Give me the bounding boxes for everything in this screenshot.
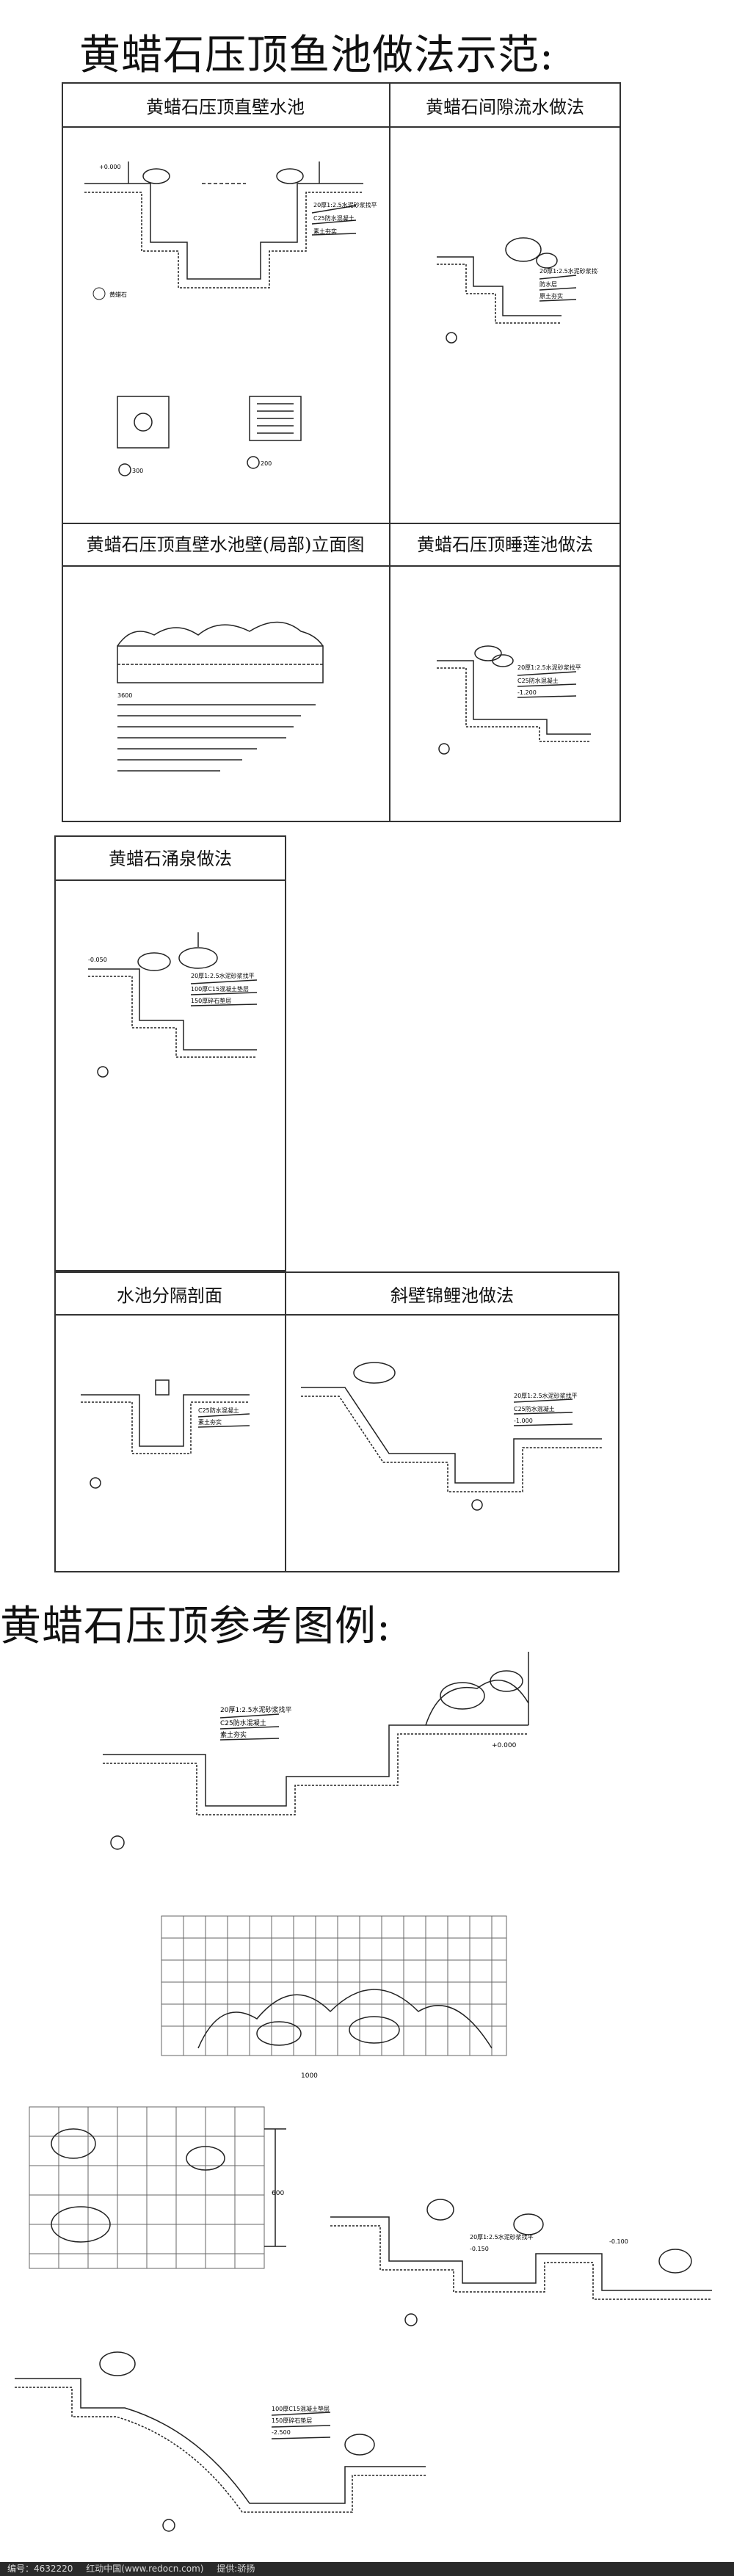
grid2-spring-header-line [54, 879, 286, 881]
svg-text:C25防水混凝土: C25防水混凝土 [198, 1407, 239, 1414]
grid1-divider-vertical [389, 82, 390, 822]
svg-text:+0.000: +0.000 [99, 164, 121, 170]
svg-text:素土夯实: 素土夯实 [198, 1418, 222, 1426]
svg-text:-0.150: -0.150 [470, 2246, 489, 2252]
svg-text:+0.000: +0.000 [492, 1742, 517, 1749]
svg-text:C25防水混凝土: C25防水混凝土 [514, 1405, 555, 1412]
svg-text:20厚1:2.5水泥砂浆找平: 20厚1:2.5水泥砂浆找平 [191, 972, 255, 979]
grid1-header-line-2 [62, 565, 621, 567]
cell-heading-spring: 黄蜡石涌泉做法 [109, 849, 232, 869]
svg-text:1000: 1000 [301, 2072, 318, 2080]
svg-text:C25防水混凝土: C25防水混凝土 [517, 677, 559, 684]
svg-text:原土夯实: 原土夯实 [539, 292, 563, 300]
grid2-bottom-header-line [54, 1314, 619, 1316]
cell-heading-wall-elevation: 黄蜡石压顶直壁水池壁(局部)立面图 [86, 534, 365, 555]
elevation-drawing-wall: 3600 [117, 621, 324, 772]
svg-text:-1.000: -1.000 [514, 1418, 533, 1424]
svg-text:3600: 3600 [117, 692, 132, 699]
reference-drawing-rockery-elevation: 600 [29, 2106, 286, 2269]
svg-text:-0.100: -0.100 [609, 2238, 628, 2245]
footer-author: 提供:骄扬 [217, 2564, 255, 2574]
section-drawing-sloped-koi-pond: 20厚1:2.5水泥砂浆找平 C25防水混凝土 -1.000 [301, 1362, 602, 1511]
svg-text:20厚1:2.5水泥砂浆找平: 20厚1:2.5水泥砂浆找平 [517, 664, 581, 671]
footer-bar: 编号：4632220 红动中国(www.redocn.com) 提供:骄扬 [0, 2562, 734, 2576]
grid2-bottom-divider [285, 1271, 286, 1572]
section-drawing-spring: 20厚1:2.5水泥砂浆找平 100厚C15混凝土垫层 150厚碎石垫层 -0.… [88, 932, 258, 1078]
grid2-bottom-frame [54, 1271, 619, 1572]
grid2-spring-frame [54, 835, 286, 1271]
svg-text:素土夯实: 素土夯实 [313, 228, 337, 235]
svg-text:20厚1:2.5水泥砂浆找平: 20厚1:2.5水泥砂浆找平 [313, 201, 377, 208]
grid1-row-line [62, 523, 621, 524]
grid1-header-line-1 [62, 126, 621, 128]
reference-drawing-stream-section: 100厚C15混凝土垫层 150厚碎石垫层 -2.500 [15, 2351, 426, 2532]
reference-drawing-grid-elevation: 1000 [161, 1915, 507, 2080]
svg-text:-0.050: -0.050 [88, 957, 107, 963]
svg-text:C25防水混凝土: C25防水混凝土 [313, 214, 355, 222]
section-drawing-vertical-wall-pool: 20厚1:2.5水泥砂浆找平 C25防水混凝土 素土夯实 +0.000 黄蜡石 [84, 162, 377, 300]
svg-text:100厚C15混凝土垫层: 100厚C15混凝土垫层 [191, 985, 249, 993]
cell-heading-gap-stream: 黄蜡石间隙流水做法 [426, 97, 584, 117]
svg-text:200: 200 [261, 460, 272, 467]
svg-text:-1.200: -1.200 [517, 689, 537, 696]
section-drawing-pool-partition: C25防水混凝土 素土夯实 [81, 1379, 250, 1489]
reference-title: 黄蜡石压顶参考图例: [0, 1603, 391, 1650]
cell-heading-pool-partition: 水池分隔剖面 [117, 1285, 222, 1306]
svg-text:20厚1:2.5水泥砂浆找平: 20厚1:2.5水泥砂浆找平 [470, 2233, 534, 2241]
svg-text:-2.500: -2.500 [272, 2429, 291, 2436]
footer-id: 编号：4632220 [7, 2564, 73, 2574]
cell-heading-sloped-koi-pond: 斜壁锦鲤池做法 [390, 1285, 514, 1306]
plan-drawing-drain-details: 300 200 [117, 396, 302, 476]
section-drawing-lily-pond: 20厚1:2.5水泥砂浆找平 C25防水混凝土 -1.200 [437, 645, 591, 755]
main-title: 黄蜡石压顶鱼池做法示范: [79, 32, 554, 79]
svg-text:素土夯实: 素土夯实 [220, 1730, 247, 1739]
reference-drawing-section-large: 20厚1:2.5水泥砂浆找平 C25防水混凝土 素土夯实 +0.000 [103, 1652, 529, 1850]
svg-text:150厚碎石垫层: 150厚碎石垫层 [191, 997, 231, 1004]
section-drawing-gap-stream: 20厚1:2.5水泥砂浆找平 防水层 原土夯实 [437, 237, 598, 344]
grid1-frame [62, 82, 621, 822]
reference-drawing-multi-pond-section: 20厚1:2.5水泥砂浆找平 -0.150 -0.100 [330, 2199, 712, 2326]
svg-text:100厚C15混凝土垫层: 100厚C15混凝土垫层 [272, 2405, 330, 2412]
cell-heading-lily-pond: 黄蜡石压顶睡莲池做法 [417, 534, 593, 555]
svg-text:20厚1:2.5水泥砂浆找平: 20厚1:2.5水泥砂浆找平 [220, 1705, 292, 1714]
svg-text:300: 300 [132, 468, 143, 474]
svg-text:150厚碎石垫层: 150厚碎石垫层 [272, 2417, 312, 2424]
svg-text:600: 600 [272, 2190, 284, 2197]
svg-text:黄蜡石: 黄蜡石 [109, 291, 127, 298]
svg-text:20厚1:2.5水泥砂浆找平: 20厚1:2.5水泥砂浆找平 [539, 267, 598, 275]
footer-site: 红动中国(www.redocn.com) [86, 2564, 204, 2574]
svg-text:防水层: 防水层 [539, 280, 557, 288]
svg-text:C25防水混凝土: C25防水混凝土 [220, 1719, 266, 1727]
svg-text:20厚1:2.5水泥砂浆找平: 20厚1:2.5水泥砂浆找平 [514, 1392, 578, 1399]
cell-heading-vertical-wall-pool: 黄蜡石压顶直壁水池 [146, 97, 305, 117]
